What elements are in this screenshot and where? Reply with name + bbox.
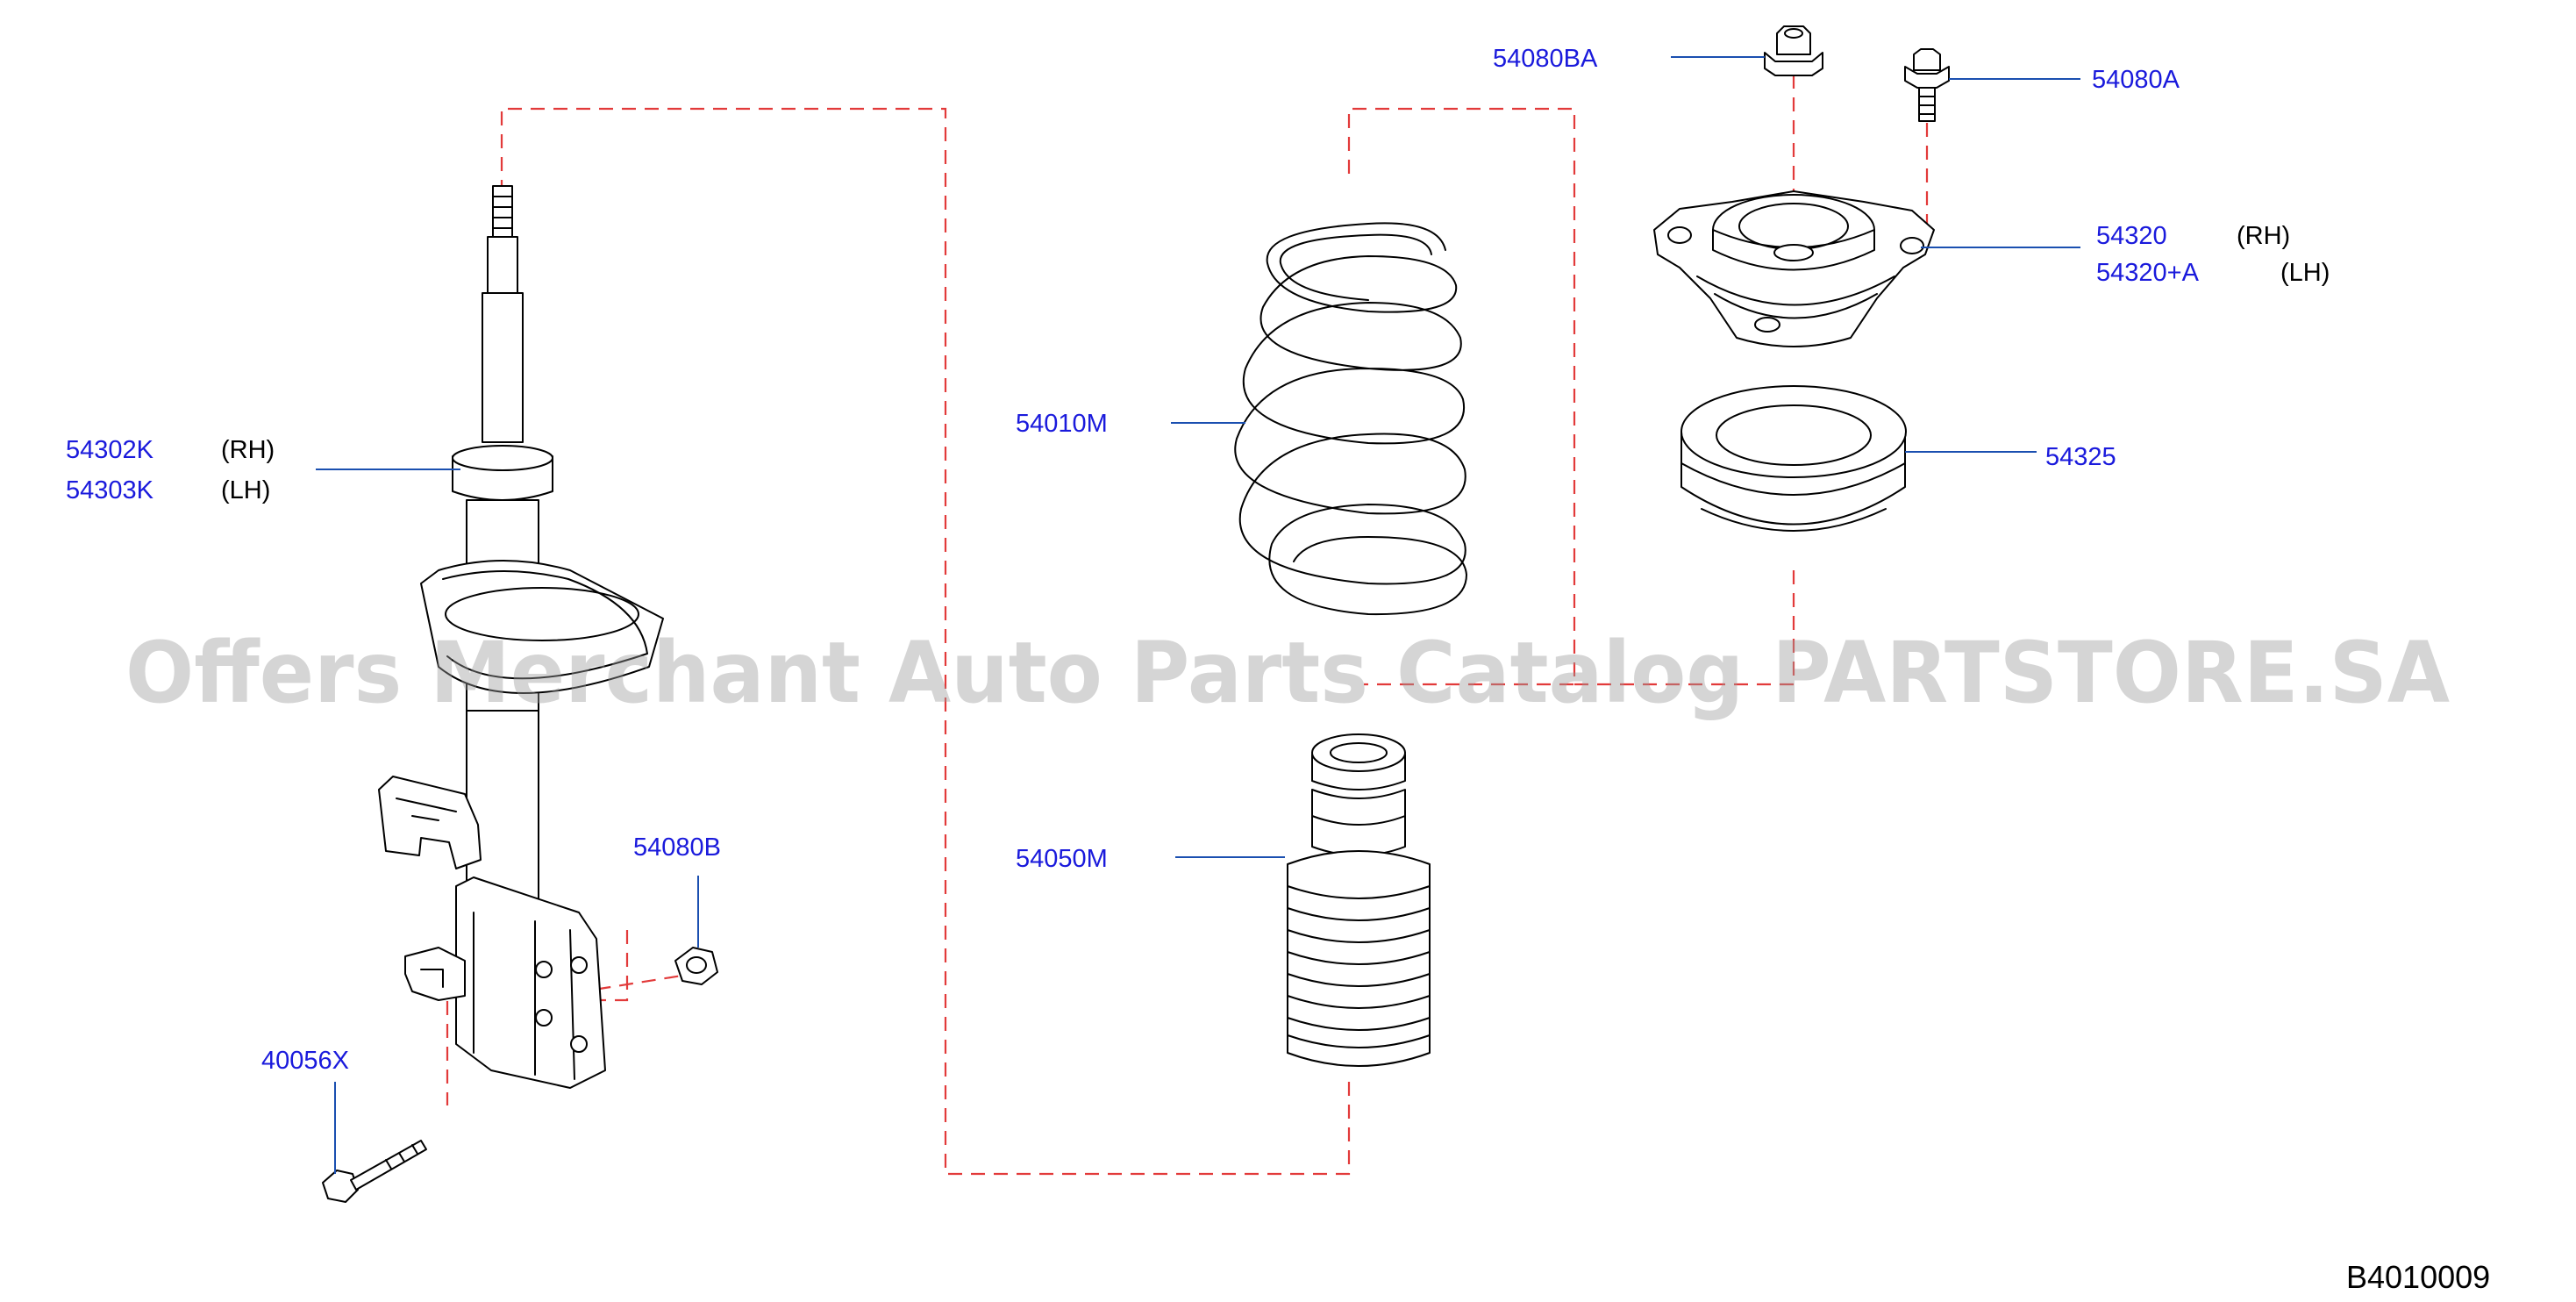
part-number-coil-spring[interactable]: 54010M — [1016, 410, 1108, 438]
side-strut-rh: (RH) — [221, 436, 275, 464]
strut-mount[interactable] — [1653, 190, 1935, 347]
watermark-text: Offers Merchant Auto Parts Catalog PARTS… — [125, 624, 2450, 722]
part-number-strut-lh[interactable]: 54303K — [66, 476, 154, 504]
part-number-bump-stop[interactable]: 54050M — [1016, 845, 1108, 873]
part-number-mount-lh[interactable]: 54320+A — [2096, 259, 2200, 287]
side-strut-lh: (LH) — [221, 476, 270, 504]
part-number-nut-lower[interactable]: 54080B — [633, 833, 721, 862]
bump-stop[interactable] — [1287, 733, 1431, 1067]
coil-spring[interactable] — [1234, 222, 1467, 616]
part-number-bolt-top[interactable]: 54080A — [2092, 66, 2180, 94]
leader-lines — [316, 56, 2080, 1174]
flange-bolt-top[interactable] — [1904, 48, 1950, 122]
side-mount-lh: (LH) — [2280, 259, 2330, 287]
strut-bearing[interactable] — [1680, 385, 1907, 532]
part-number-strut-rh[interactable]: 54302K — [66, 436, 154, 464]
part-number-nut-top[interactable]: 54080BA — [1493, 45, 1598, 73]
strut-assembly[interactable] — [378, 185, 664, 1089]
hex-bolt-lower[interactable] — [322, 1140, 427, 1203]
flange-nut-top[interactable] — [1764, 25, 1823, 76]
side-mount-rh: (RH) — [2237, 222, 2290, 250]
callout-mount: 54320 (RH) 54320+A (LH) — [2096, 222, 2330, 287]
callout-strut: 54302K (RH) 54303K (LH) — [66, 436, 275, 504]
hex-nut-lower[interactable] — [674, 947, 718, 985]
part-number-mount-rh[interactable]: 54320 — [2096, 222, 2167, 250]
diagram-code: B4010009 — [2346, 1259, 2490, 1295]
part-number-bolt-lower[interactable]: 40056X — [261, 1047, 349, 1075]
part-number-bearing[interactable]: 54325 — [2045, 443, 2116, 471]
